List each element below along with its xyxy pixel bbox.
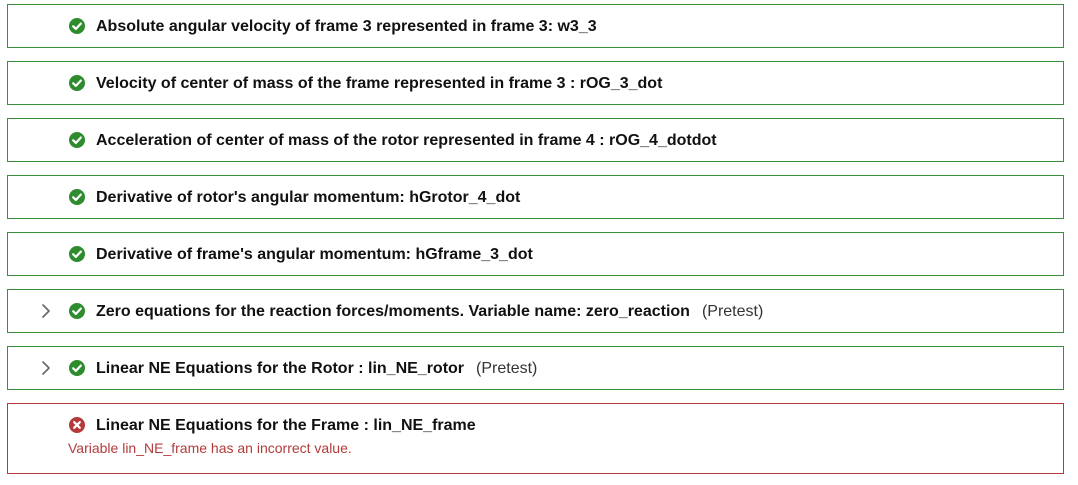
chevron-right-icon[interactable] xyxy=(39,359,53,377)
check-circle-icon xyxy=(69,360,85,376)
chevron-right-icon[interactable] xyxy=(39,302,53,320)
pretest-tag: (Pretest) xyxy=(701,303,764,320)
test-result-header: Acceleration of center of mass of the ro… xyxy=(8,119,1063,162)
x-circle-icon xyxy=(69,417,85,433)
test-result-title: Acceleration of center of mass of the ro… xyxy=(96,132,717,149)
check-circle-icon xyxy=(69,189,85,205)
test-result-title: Linear NE Equations for the Rotor : lin_… xyxy=(96,359,537,378)
check-circle-icon xyxy=(69,18,85,34)
test-result-title: Linear NE Equations for the Frame : lin_… xyxy=(96,417,476,434)
check-circle-icon xyxy=(69,303,85,319)
test-result-item: Zero equations for the reaction forces/m… xyxy=(7,289,1064,333)
test-result-title: Velocity of center of mass of the frame … xyxy=(96,75,663,92)
test-result-title-text: Linear NE Equations for the Rotor : lin_… xyxy=(96,360,465,377)
error-message: Variable lin_NE_frame has an incorrect v… xyxy=(68,440,352,456)
test-result-item-failed: Linear NE Equations for the Frame : lin_… xyxy=(7,403,1064,474)
check-circle-icon xyxy=(69,75,85,91)
test-result-header: Absolute angular velocity of frame 3 rep… xyxy=(8,5,1063,48)
test-result-header: Derivative of rotor's angular momentum: … xyxy=(8,176,1063,219)
test-result-title: Absolute angular velocity of frame 3 rep… xyxy=(96,18,597,35)
test-result-title: Zero equations for the reaction forces/m… xyxy=(96,302,763,321)
test-result-header: Derivative of frame's angular momentum: … xyxy=(8,233,1063,276)
pretest-tag: (Pretest) xyxy=(476,360,538,377)
test-result-item: Acceleration of center of mass of the ro… xyxy=(7,118,1064,162)
test-result-item: Velocity of center of mass of the frame … xyxy=(7,61,1064,105)
test-result-item: Derivative of rotor's angular momentum: … xyxy=(7,175,1064,219)
test-result-header[interactable]: Zero equations for the reaction forces/m… xyxy=(8,290,1063,333)
test-result-title-text: Zero equations for the reaction forces/m… xyxy=(96,303,690,320)
test-result-title: Derivative of rotor's angular momentum: … xyxy=(96,189,521,206)
test-result-title: Derivative of frame's angular momentum: … xyxy=(96,246,533,263)
check-circle-icon xyxy=(69,132,85,148)
test-result-item: Derivative of frame's angular momentum: … xyxy=(7,232,1064,276)
test-result-header: Linear NE Equations for the Frame : lin_… xyxy=(8,404,1063,447)
test-result-header[interactable]: Linear NE Equations for the Rotor : lin_… xyxy=(8,347,1063,390)
test-result-item: Linear NE Equations for the Rotor : lin_… xyxy=(7,346,1064,390)
test-result-header: Velocity of center of mass of the frame … xyxy=(8,62,1063,105)
check-circle-icon xyxy=(69,246,85,262)
test-result-item: Absolute angular velocity of frame 3 rep… xyxy=(7,4,1064,48)
